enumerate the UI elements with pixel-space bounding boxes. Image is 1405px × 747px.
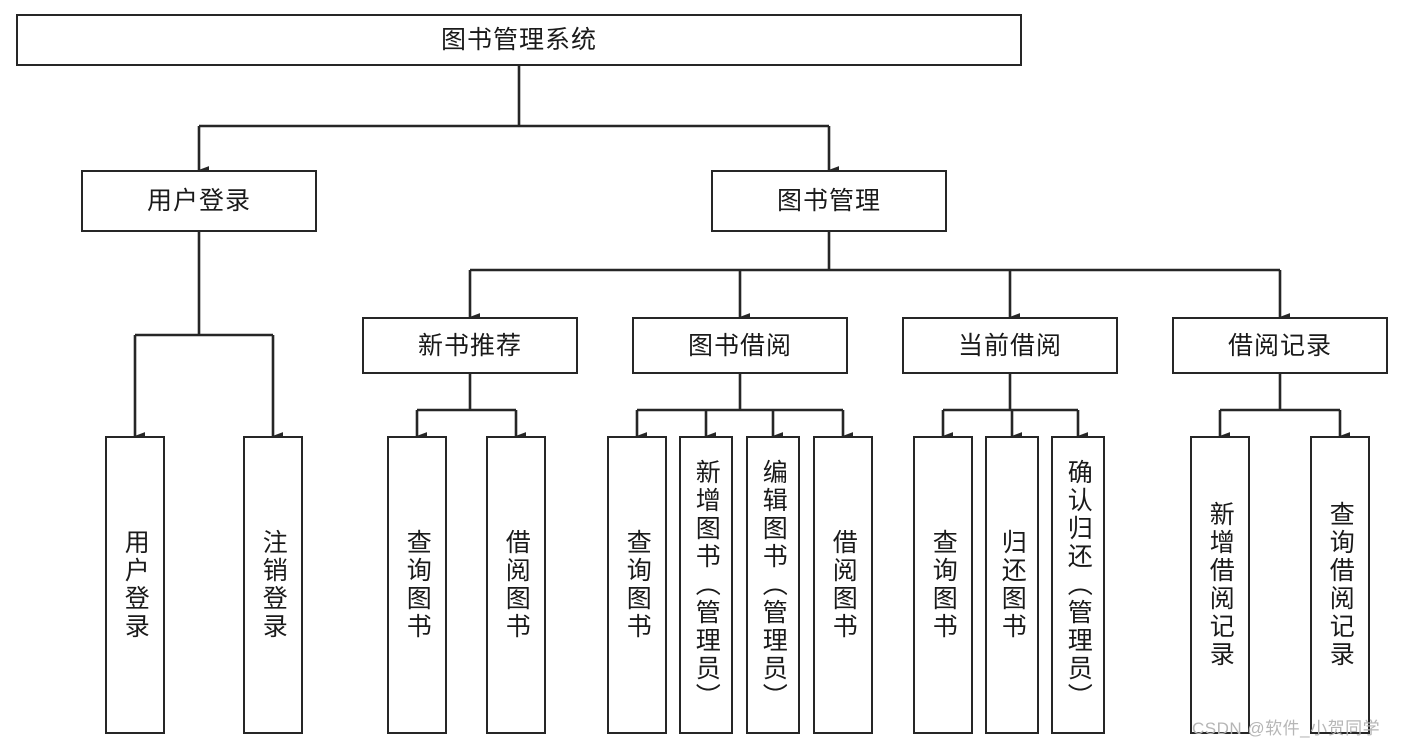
node-label: 当前借阅 <box>957 331 1062 360</box>
leaf-user-logout[interactable]: 注销登录 <box>243 436 303 734</box>
watermark: CSDN @软件_小贺同学 <box>1192 719 1381 738</box>
node-root[interactable]: 图书管理系统 <box>16 14 1022 66</box>
node-label: 新增图书（管理员） <box>692 459 721 711</box>
leaf-new-query-book[interactable]: 查询图书 <box>387 436 447 734</box>
node-label: 用户登录 <box>121 529 150 641</box>
node-label: 查询借阅记录 <box>1326 501 1355 669</box>
node-label: 借阅图书 <box>829 529 858 641</box>
node-new-book-recommend[interactable]: 新书推荐 <box>362 317 578 374</box>
node-current-borrow[interactable]: 当前借阅 <box>902 317 1118 374</box>
node-label: 新增借阅记录 <box>1206 501 1235 669</box>
node-label: 借阅记录 <box>1227 331 1332 360</box>
node-label: 新书推荐 <box>417 331 522 360</box>
node-label: 用户登录 <box>146 187 251 215</box>
node-label: 查询图书 <box>929 529 958 641</box>
leaf-current-query-book[interactable]: 查询图书 <box>913 436 973 734</box>
leaf-new-borrow-book[interactable]: 借阅图书 <box>486 436 546 734</box>
node-book-borrow[interactable]: 图书借阅 <box>632 317 848 374</box>
leaf-borrow-edit-book-admin[interactable]: 编辑图书（管理员） <box>746 436 800 734</box>
node-label: 查询图书 <box>403 529 432 641</box>
leaf-record-add-borrow-record[interactable]: 新增借阅记录 <box>1190 436 1250 734</box>
node-user-login-module[interactable]: 用户登录 <box>81 170 317 232</box>
node-label: 归还图书 <box>998 529 1027 641</box>
node-label: 图书借阅 <box>687 331 792 360</box>
leaf-borrow-add-book-admin[interactable]: 新增图书（管理员） <box>679 436 733 734</box>
leaf-borrow-borrow-book[interactable]: 借阅图书 <box>813 436 873 734</box>
node-label: 编辑图书（管理员） <box>759 459 788 711</box>
leaf-user-login[interactable]: 用户登录 <box>105 436 165 734</box>
node-book-management-module[interactable]: 图书管理 <box>711 170 947 232</box>
leaf-current-confirm-return-admin[interactable]: 确认归还（管理员） <box>1051 436 1105 734</box>
leaf-current-return-book[interactable]: 归还图书 <box>985 436 1039 734</box>
node-label: 借阅图书 <box>502 529 531 641</box>
node-label: 注销登录 <box>259 529 288 641</box>
leaf-record-query-borrow-record[interactable]: 查询借阅记录 <box>1310 436 1370 734</box>
leaf-borrow-query-book[interactable]: 查询图书 <box>607 436 667 734</box>
node-label: 图书管理 <box>776 187 881 215</box>
node-label: 确认归还（管理员） <box>1064 459 1093 711</box>
node-root-label: 图书管理系统 <box>440 26 597 54</box>
node-borrow-record[interactable]: 借阅记录 <box>1172 317 1388 374</box>
node-label: 查询图书 <box>623 529 652 641</box>
